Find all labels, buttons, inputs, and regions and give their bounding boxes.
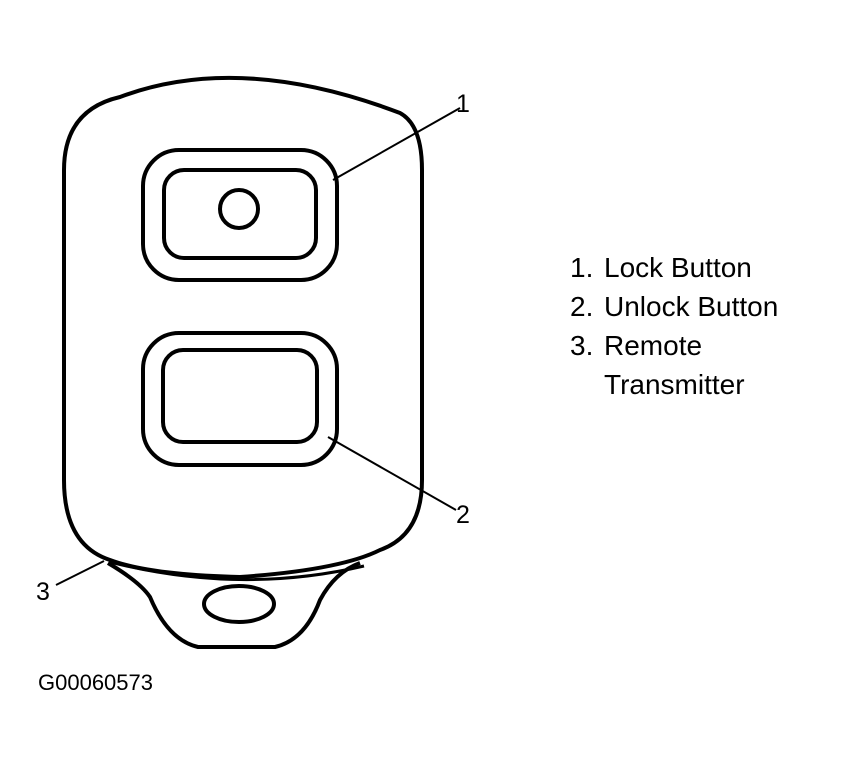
legend-number: 2.: [570, 291, 594, 322]
figure-id: G00060573: [38, 670, 153, 695]
leader-line-3: [55, 560, 105, 586]
legend-item-unlock: 2. Unlock Button: [570, 287, 846, 326]
callout-lock-number: 1: [456, 90, 470, 118]
legend-number: 3.: [570, 330, 594, 361]
leader-line-2: [327, 436, 457, 511]
callout-transmitter-number: 3: [36, 578, 50, 606]
legend-item-transmitter: 3. Remote Transmitter: [570, 326, 846, 404]
legend: 1. Lock Button 2. Unlock Button 3. Remot…: [570, 248, 846, 404]
key-ring-tab: [106, 561, 361, 649]
legend-label: Unlock Button: [604, 291, 779, 322]
legend-item-lock: 1. Lock Button: [570, 248, 846, 287]
legend-number: 1.: [570, 252, 594, 283]
legend-label: Lock Button: [604, 252, 752, 283]
legend-label: Remote Transmitter: [604, 330, 745, 400]
lock-indicator-dot: [218, 188, 260, 230]
leader-line-1: [332, 107, 461, 181]
remote-body-seam: [109, 560, 365, 582]
callout-unlock-number: 2: [456, 501, 470, 529]
unlock-button-inner: [161, 348, 319, 444]
key-ring-hole: [202, 584, 276, 624]
